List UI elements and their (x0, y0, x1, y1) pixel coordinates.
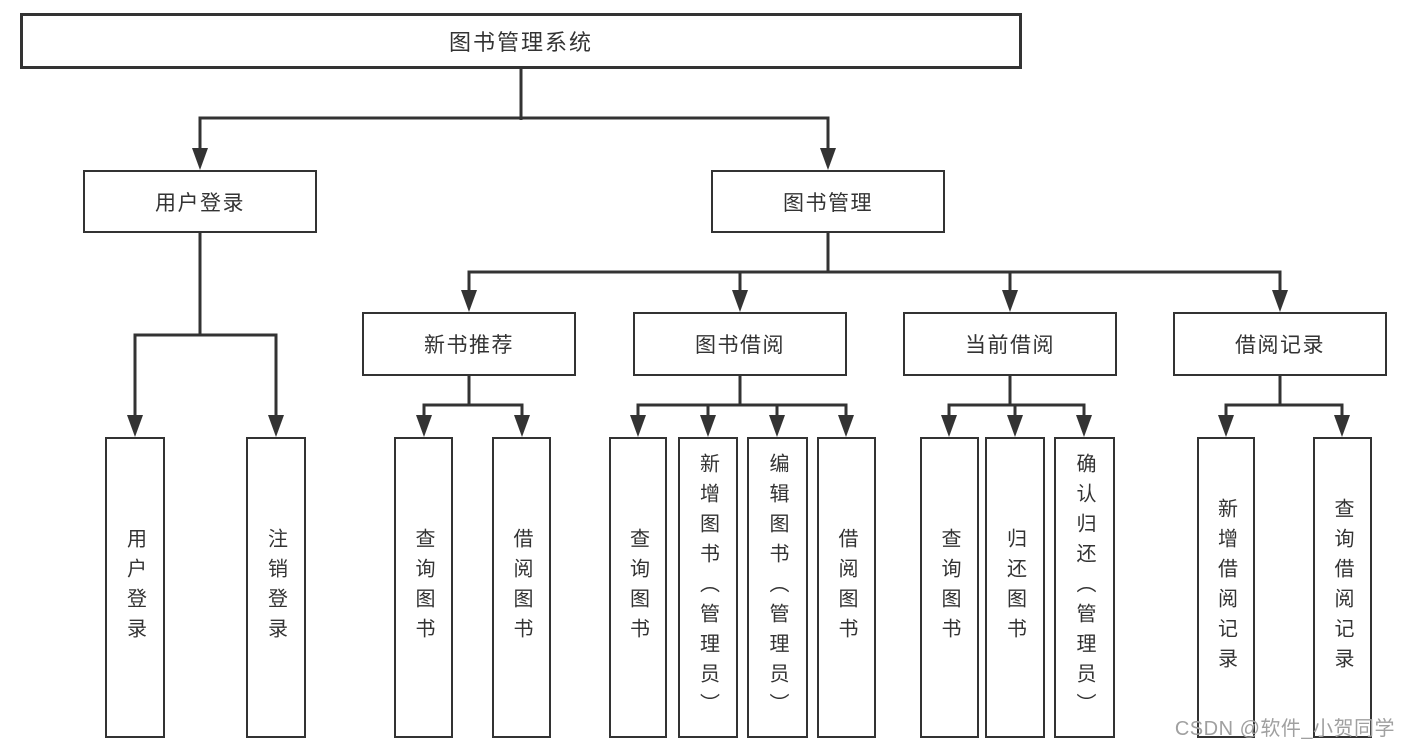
connector-borrow-records-children (1218, 376, 1350, 437)
node-root: 图书管理系统 (20, 13, 1022, 69)
arrowhead (820, 148, 836, 170)
arrowhead (1076, 415, 1092, 437)
arrowhead (941, 415, 957, 437)
arrowhead (127, 415, 143, 437)
connector-line (947, 376, 1086, 419)
connector-book-mgmt-children (461, 233, 1288, 312)
connector-new-book-children (416, 376, 530, 437)
arrowhead (732, 290, 748, 312)
arrowhead (192, 148, 208, 170)
node-book-borrow: 图书借阅 (633, 312, 847, 376)
arrowhead (700, 415, 716, 437)
leaf-return-books: 归还图书 (985, 437, 1045, 738)
node-new-book-recommend: 新书推荐 (362, 312, 576, 376)
arrowhead (1002, 290, 1018, 312)
node-user-login: 用户登录 (83, 170, 317, 233)
leaf-confirm-return-admin: 确认归还（管理员） (1054, 437, 1115, 738)
arrowhead (630, 415, 646, 437)
connector-line (133, 233, 278, 419)
leaf-borrow-books: 借阅图书 (817, 437, 876, 738)
connector-line (636, 376, 848, 419)
leaf-query-books: 查询图书 (920, 437, 979, 738)
leaf-query-books: 查询图书 (609, 437, 667, 738)
connector-line (198, 69, 830, 152)
arrowhead (461, 290, 477, 312)
arrowhead (1334, 415, 1350, 437)
node-borrow-records: 借阅记录 (1173, 312, 1387, 376)
connector-line (422, 376, 524, 419)
leaf-user-login: 用户登录 (105, 437, 165, 738)
arrowhead (416, 415, 432, 437)
leaf-query-books: 查询图书 (394, 437, 453, 738)
node-book-mgmt: 图书管理 (711, 170, 945, 233)
leaf-edit-books-admin: 编辑图书（管理员） (747, 437, 808, 738)
connector-root-to-level2 (192, 69, 836, 170)
leaf-logout: 注销登录 (246, 437, 306, 738)
connector-book-borrow-children (630, 376, 854, 437)
arrowhead (769, 415, 785, 437)
connector-line (1224, 376, 1344, 419)
arrowhead (1007, 415, 1023, 437)
arrowhead (838, 415, 854, 437)
connector-user-login-children (127, 233, 284, 437)
connector-current-borrow-children (941, 376, 1092, 437)
arrowhead (514, 415, 530, 437)
arrowhead (1218, 415, 1234, 437)
watermark-text: CSDN @软件_小贺同学 (1174, 718, 1395, 740)
arrowhead (268, 415, 284, 437)
connector-line (467, 233, 1282, 294)
node-current-borrow: 当前借阅 (903, 312, 1117, 376)
leaf-add-borrow-record: 新增借阅记录 (1197, 437, 1255, 738)
leaf-borrow-books: 借阅图书 (492, 437, 551, 738)
arrowhead (1272, 290, 1288, 312)
leaf-add-books-admin: 新增图书（管理员） (678, 437, 738, 738)
leaf-query-borrow-record: 查询借阅记录 (1313, 437, 1372, 738)
